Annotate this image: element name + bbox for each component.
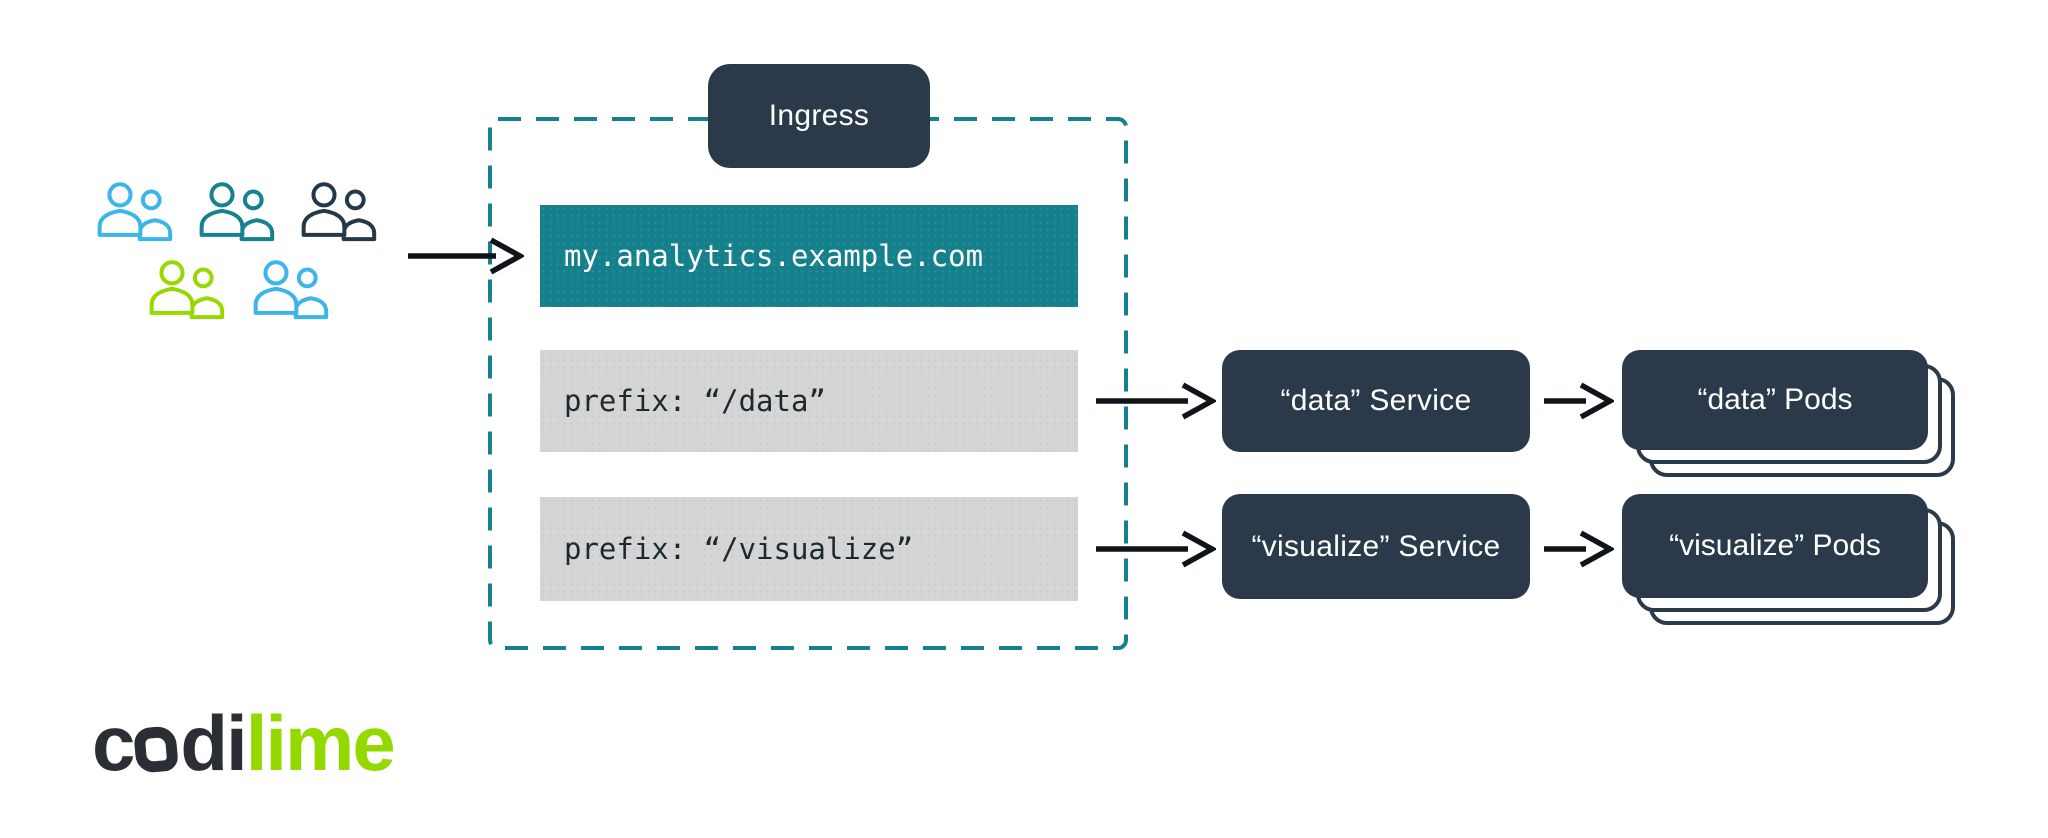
visualize-pods-stack: “visualize” Pods xyxy=(1622,494,1958,628)
data-service-box: “data” Service xyxy=(1222,350,1530,452)
visualize-service-box: “visualize” Service xyxy=(1222,494,1530,599)
prefix-visualize-text: prefix: “/visualize” xyxy=(564,532,914,566)
users-to-ingress-arrow xyxy=(408,237,524,275)
users-group-icon xyxy=(198,180,278,246)
prefix-visualize-box: prefix: “/visualize” xyxy=(540,497,1078,601)
users-group-icon xyxy=(96,180,176,246)
visualize-pods-label: “visualize” Pods xyxy=(1669,529,1881,562)
data-service-to-pods-arrow xyxy=(1544,382,1614,420)
ingress-label: Ingress xyxy=(768,99,870,132)
data-pods-stack: “data” Pods xyxy=(1622,350,1958,480)
ingress-label-box: Ingress xyxy=(708,64,930,168)
visualize-service-to-pods-arrow xyxy=(1544,530,1614,568)
prefix-data-text: prefix: “/data” xyxy=(564,384,826,418)
users-group-icon xyxy=(148,258,228,324)
visualize-prefix-to-service-arrow xyxy=(1096,530,1216,568)
logo-text-lime: lime xyxy=(245,699,396,787)
host-rule-text: my.analytics.example.com xyxy=(564,239,984,273)
visualize-service-label: “visualize” Service xyxy=(1251,529,1501,563)
users-group-icon xyxy=(252,258,332,324)
data-pods-box: “data” Pods xyxy=(1622,350,1928,450)
users-group-icon xyxy=(300,180,380,246)
prefix-data-box: prefix: “/data” xyxy=(540,350,1078,452)
visualize-pods-box: “visualize” Pods xyxy=(1622,494,1928,598)
logo-o-bubble-icon xyxy=(133,725,180,774)
data-prefix-to-service-arrow xyxy=(1096,382,1216,420)
host-rule-box: my.analytics.example.com xyxy=(540,205,1078,307)
data-service-label: “data” Service xyxy=(1280,384,1472,417)
data-pods-label: “data” Pods xyxy=(1697,383,1853,416)
logo-text-c: c xyxy=(92,699,135,787)
logo-text-di: di xyxy=(180,699,247,787)
